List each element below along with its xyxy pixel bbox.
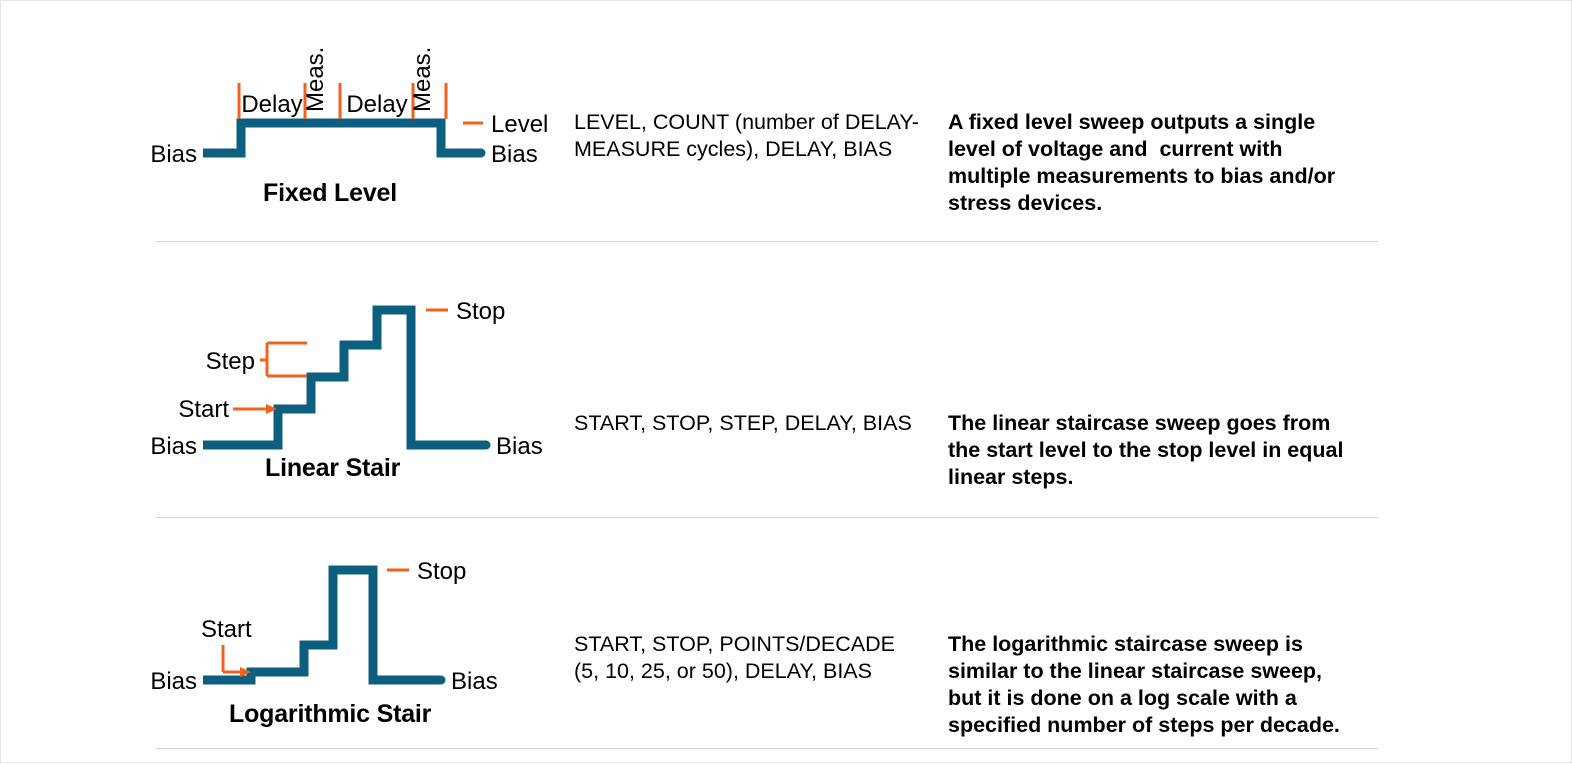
description-linear-stair: The linear staircase sweep goes from the… (948, 410, 1378, 491)
label-bias-right: Bias (496, 433, 543, 460)
label-bias-left: Bias (150, 141, 197, 168)
logarithmic-stair-diagram: Stop Start Bias Bias (141, 532, 571, 732)
waveform-end-dot (476, 148, 486, 158)
description-line: The linear staircase sweep goes from (948, 411, 1331, 435)
label-bias-right: Bias (491, 141, 538, 168)
description-line: level of voltage and current with (948, 137, 1283, 161)
label-stop: Stop (456, 298, 505, 325)
label-bias-left: Bias (150, 433, 197, 460)
params-logarithmic-stair: START, STOP, POINTS/DECADE (5, 10, 25, o… (574, 631, 934, 685)
start-arrow-head-icon (266, 404, 277, 414)
row-linear-stair: Stop Step Start Bias Bias Linear Stair S… (1, 242, 1572, 518)
caption-linear-stair: Linear Stair (265, 454, 401, 482)
row-divider (156, 241, 1378, 242)
description-line: linear steps. (948, 465, 1074, 489)
label-bias-left: Bias (150, 668, 197, 695)
description-line: specified number of steps per decade. (948, 713, 1340, 737)
waveform-path (203, 118, 481, 158)
params-line: START, STOP, POINTS/DECADE (574, 632, 895, 656)
description-line: the start level to the stop level in equ… (948, 438, 1344, 462)
start-arrow-head-icon (240, 667, 251, 677)
waveform-end-dot (436, 675, 446, 685)
waveform-end-dot (481, 440, 491, 450)
params-line: MEASURE cycles), DELAY, BIAS (574, 137, 893, 161)
params-line: (5, 10, 25, or 50), DELAY, BIAS (574, 659, 872, 683)
label-meas-2: Meas. (409, 47, 436, 112)
params-line: LEVEL, COUNT (number of DELAY- (574, 110, 919, 134)
params-fixed-level: LEVEL, COUNT (number of DELAY- MEASURE c… (574, 109, 934, 163)
row-divider (156, 748, 1378, 749)
label-meas-1: Meas. (302, 47, 329, 112)
description-fixed-level: A fixed level sweep outputs a single lev… (948, 109, 1378, 217)
description-line: A fixed level sweep outputs a single (948, 110, 1316, 134)
label-level: Level (491, 111, 548, 138)
linear-stair-waveform-svg: Stop Step Start Bias Bias (150, 298, 543, 460)
logarithmic-stair-waveform-svg: Stop Start Bias Bias (150, 558, 498, 695)
description-line: stress devices. (948, 191, 1103, 215)
label-stop: Stop (417, 558, 466, 585)
caption-logarithmic-stair: Logarithmic Stair (229, 700, 432, 728)
description-line: similar to the linear staircase sweep, (948, 659, 1323, 683)
description-line: The logarithmic staircase sweep is (948, 632, 1303, 656)
label-start: Start (178, 396, 229, 423)
fixed-level-diagram: Delay Delay Meas. Meas. Level Bias Bias (141, 21, 571, 211)
description-line: multiple measurements to bias and/or (948, 164, 1336, 188)
params-linear-stair: START, STOP, STEP, DELAY, BIAS (574, 410, 934, 437)
waveform-path (203, 565, 441, 685)
description-line: but it is done on a log scale with a (948, 686, 1297, 710)
fixed-level-waveform-svg: Delay Delay Meas. Meas. Level Bias Bias (150, 47, 548, 168)
description-logarithmic-stair: The logarithmic staircase sweep is simil… (948, 631, 1378, 739)
label-delay-1: Delay (241, 91, 302, 118)
params-line: START, STOP, STEP, DELAY, BIAS (574, 411, 912, 435)
label-step: Step (206, 348, 255, 375)
caption-fixed-level: Fixed Level (263, 179, 397, 207)
linear-stair-diagram: Stop Step Start Bias Bias (141, 264, 571, 484)
label-start: Start (201, 616, 252, 643)
label-delay-2: Delay (346, 91, 407, 118)
waveform-path (203, 305, 486, 450)
row-divider (156, 517, 1378, 518)
row-fixed-level: Delay Delay Meas. Meas. Level Bias Bias … (1, 1, 1572, 242)
row-logarithmic-stair: Stop Start Bias Bias Logarithmic Stair S… (1, 518, 1572, 764)
label-bias-right: Bias (451, 668, 498, 695)
